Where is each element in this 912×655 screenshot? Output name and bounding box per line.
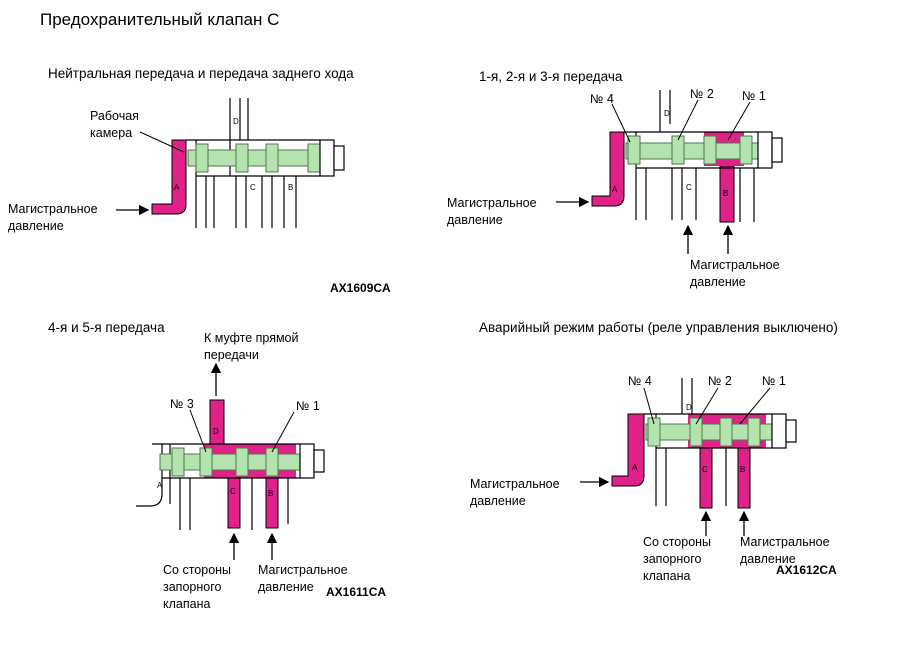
line-pressure-label-4a: Магистральное (470, 477, 560, 491)
working-chamber-label-1: Рабочая (90, 109, 139, 123)
page-title: Предохранительный клапан C (40, 10, 280, 29)
port-c-3: C (230, 487, 236, 496)
spool-no4-label-2: № 4 (590, 92, 614, 106)
port-a-4: A (632, 463, 638, 472)
line-pressure-label-3a: Магистральное (258, 563, 348, 577)
leader-no2-4 (695, 387, 719, 425)
line-pressure-label-2a: Магистральное (447, 196, 537, 210)
direct-clutch-label-2: передачи (204, 348, 259, 362)
leader-no4-2 (611, 103, 631, 143)
port-d-3: D (213, 427, 219, 436)
port-c-1: C (250, 183, 256, 192)
check-valve-label-4a: Со стороны (643, 535, 712, 549)
direct-clutch-label-1: К муфте прямой (204, 331, 299, 345)
line-pressure-label-1b: давление (8, 219, 64, 233)
check-valve-label-3c: клапана (163, 597, 211, 611)
spool-no3-label-3: № 3 (170, 397, 194, 411)
line-pressure-label-2c: Магистральное (690, 258, 780, 272)
line-pressure-label-2d: давление (690, 275, 746, 289)
port-b-1: B (288, 183, 293, 192)
leader-line-chamber (139, 131, 185, 153)
figure-code-1: AX1609CA (330, 281, 391, 295)
leader-no1-3 (271, 411, 295, 453)
port-c-2: C (686, 183, 692, 192)
leader-no1-4 (739, 387, 771, 425)
line-pressure-label-1a: Магистральное (8, 202, 98, 216)
check-valve-label-3b: запорного (163, 580, 222, 594)
check-valve-label-4b: запорного (643, 552, 702, 566)
figure-code-3: AX1611CA (326, 585, 387, 599)
working-chamber-label-2: камера (90, 126, 133, 140)
line-pressure-label-2b: давление (447, 213, 503, 227)
leader-no3-3 (189, 409, 207, 453)
line-pressure-label-4c: Магистральное (740, 535, 830, 549)
line-pressure-label-4d: давление (740, 552, 796, 566)
valve-diagram-4: D A C B (580, 378, 797, 536)
figure-code-4: AX1612CA (776, 563, 837, 577)
port-a-1: A (174, 183, 180, 192)
spool-no1-label-3: № 1 (296, 399, 320, 413)
valve-diagram-2: D A C B (556, 90, 783, 254)
port-a-2: A (612, 185, 618, 194)
port-b-4: B (740, 465, 745, 474)
port-d-1: D (233, 117, 239, 126)
leader-no1-2 (727, 101, 751, 141)
port-d-2: D (664, 109, 670, 118)
spool-no2-label-2: № 2 (690, 87, 714, 101)
line-pressure-label-3b: давление (258, 580, 314, 594)
spool-no1-label-2: № 1 (742, 89, 766, 103)
spool-no1-label-4: № 1 (762, 374, 786, 388)
line-pressure-label-4b: давление (470, 494, 526, 508)
port-d-4: D (686, 403, 692, 412)
valve-diagram-1: D A C B (116, 98, 345, 228)
port-a-3: A (157, 481, 163, 490)
check-valve-label-4c: клапана (643, 569, 691, 583)
panel-2-subtitle: 1-я, 2-я и 3-я передача (479, 69, 623, 84)
leader-no2-2 (677, 99, 699, 141)
port-b-3: B (268, 489, 273, 498)
panel-1-subtitle: Нейтральная передача и передача заднего … (48, 66, 354, 81)
spool-no2-label-4: № 2 (708, 374, 732, 388)
port-b-2: B (723, 189, 728, 198)
panel-4-subtitle: Аварийный режим работы (реле управления … (479, 320, 838, 335)
leader-no4-4 (643, 387, 655, 425)
valve-diagram-3: D A C B (136, 362, 325, 560)
spool-no4-label-4: № 4 (628, 374, 652, 388)
port-c-4: C (702, 465, 708, 474)
panel-3-subtitle: 4-я и 5-я передача (48, 320, 165, 335)
check-valve-label-3a: Со стороны (163, 563, 232, 577)
